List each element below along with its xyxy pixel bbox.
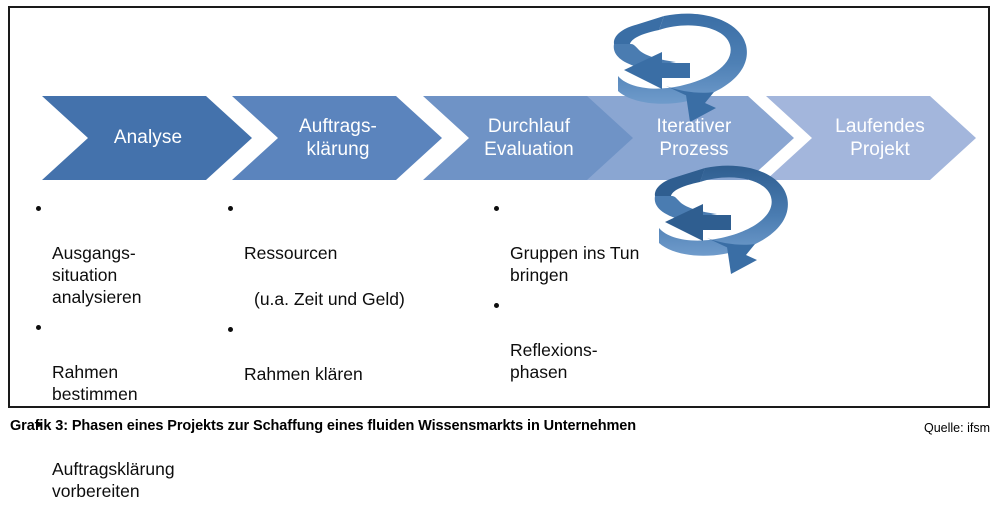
list-item-text: Rahmen klären bbox=[244, 364, 363, 384]
list-item-text: Auftragsklärung vorbereiten bbox=[52, 459, 175, 501]
bullet-dot-icon bbox=[36, 206, 41, 211]
chevron-label-iterativer-prozess: Iterativer Prozess bbox=[656, 116, 732, 160]
bullet-dot-icon bbox=[36, 422, 41, 427]
bullet-column-iterativer-prozess: Gruppen ins Tun bringen Reflexions- phas… bbox=[494, 198, 674, 392]
list-item: Gruppen ins Tun bringen bbox=[494, 198, 674, 286]
figure-source: Quelle: ifsm bbox=[924, 421, 990, 435]
bullet-dot-icon bbox=[36, 325, 41, 330]
bullet-dot-icon bbox=[228, 206, 233, 211]
bullet-dot-icon bbox=[494, 303, 499, 308]
list-item: Ausgangs- situation analysieren bbox=[36, 198, 221, 308]
list-item-text: Reflexions- phasen bbox=[510, 340, 598, 382]
list-item: Ressourcen bbox=[228, 198, 458, 264]
chevron-label-analyse: Analyse bbox=[113, 127, 183, 148]
list-item-continuation: (u.a. Zeit und Geld) bbox=[228, 266, 458, 310]
bullet-column-analyse: Ausgangs- situation analysieren Rahmen b… bbox=[36, 198, 221, 511]
list-item-text: Gruppen ins Tun bringen bbox=[510, 243, 640, 285]
chevron-label-durchlauf-evaluation: Durchlauf Evaluation bbox=[484, 116, 574, 160]
list-item-text: (u.a. Zeit und Geld) bbox=[254, 289, 405, 309]
list-item-text: Ressourcen bbox=[244, 243, 338, 263]
figure-caption: Grafik 3: Phasen eines Projekts zur Scha… bbox=[10, 418, 637, 434]
bullet-dot-icon bbox=[228, 327, 233, 332]
chevron-label-auftragsklaerung: Auftrags- klärung bbox=[299, 116, 377, 160]
bullet-column-auftragsklaerung: Ressourcen (u.a. Zeit und Geld) Rahmen k… bbox=[228, 198, 458, 394]
chevron-label-laufendes-projekt: Laufendes Projekt bbox=[835, 116, 925, 160]
figure-frame bbox=[8, 6, 990, 408]
list-item: Rahmen klären bbox=[228, 319, 458, 385]
bullet-dot-icon bbox=[494, 206, 499, 211]
figure-root: Analyse Auftrags- klärung Durchlauf Eval… bbox=[8, 6, 990, 501]
list-item: Rahmen bestimmen bbox=[36, 317, 221, 405]
list-item: Reflexions- phasen bbox=[494, 295, 674, 383]
list-item-text: Ausgangs- situation analysieren bbox=[52, 243, 142, 307]
list-item-text: Rahmen bestimmen bbox=[52, 362, 138, 404]
